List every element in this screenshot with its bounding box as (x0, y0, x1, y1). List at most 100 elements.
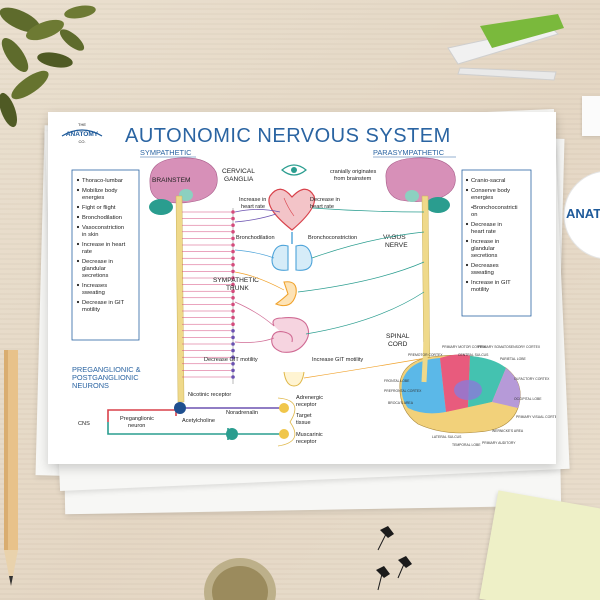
inc-git-label: Increase GIT motility (312, 357, 363, 363)
nicotinic-label: Nicotinic receptor (188, 392, 231, 398)
bronchoconstriction-label: Bronchoconstriction (308, 235, 357, 241)
cord-label: CORD (388, 341, 408, 348)
ganglion-node (231, 342, 235, 346)
brain-area-label: PREMOTOR CORTEX (408, 353, 443, 357)
nerve-path (311, 207, 425, 213)
brain-area-label: OLFACTORY CORTEX (514, 377, 550, 381)
acetylcholine-label: Acetylcholine (182, 418, 215, 424)
pre-post-label-1: PREGANGLIONIC & (72, 365, 141, 374)
nerve-lines (234, 207, 427, 379)
nerve-path (303, 357, 427, 379)
bullet-icon (76, 300, 80, 304)
brain-area-label: PREFRONTAL CORTEX (384, 389, 422, 393)
nerve-path (311, 231, 425, 259)
parasympathetic-list-item: glandular (471, 246, 495, 252)
sympathetic-list-item: secretions (82, 273, 109, 279)
sympathetic-list-item: Decrease in (82, 259, 113, 265)
parasympathetic-list-item: sweating (471, 270, 494, 276)
brain-area-label: PARIETAL LOBE (500, 357, 526, 361)
brain-area-label: CENTRAL SULCUS (458, 353, 489, 357)
neuron-diagram (107, 397, 296, 447)
ganglion-node (231, 296, 235, 300)
poster-title: AUTONOMIC NERVOUS SYSTEM (125, 125, 451, 147)
round-sticker: ANATOMY (563, 171, 600, 259)
sympathetic-list-item: motility (82, 307, 100, 313)
sympathetic-list-item: Fight or flight (82, 205, 116, 211)
dec-git-label: Decrease GIT motility (204, 357, 258, 363)
bullet-icon (465, 178, 469, 182)
poster: THE ANATOMY CO. AUTONOMIC NERVOUS SYSTEM… (48, 112, 556, 464)
pencil (4, 350, 18, 586)
cranially-label: cranially originates (330, 169, 377, 175)
ganglion-node (231, 210, 235, 214)
parasympathetic-list-item: heart rate (471, 229, 496, 235)
ganglion-node (231, 315, 235, 320)
symp-trunk-label-2: TRUNK (226, 285, 249, 292)
lungs-icon (271, 232, 313, 271)
bullet-icon (76, 215, 80, 219)
nerve-path (234, 301, 275, 327)
sticker-text: ANATOMY (566, 206, 600, 221)
ganglion-node (231, 322, 235, 326)
bullet-icon (76, 178, 80, 182)
preganglionic-label-2: neuron (128, 423, 145, 429)
adrenergic-label-2: receptor (296, 402, 317, 408)
ganglion-node (231, 335, 235, 340)
brainstem-label: BRAINSTEM (152, 177, 190, 184)
ganglion-node (231, 230, 235, 234)
ganglion-node (231, 269, 235, 274)
sympathetic-list-item: in skin (82, 232, 98, 238)
sympathetic-chain (182, 208, 235, 384)
brain-area-label: OCCIPITAL LOBE (514, 397, 542, 401)
parasympathetic-header: PARASYMPATHETIC (373, 148, 445, 157)
brand-sub: CO. (78, 139, 85, 144)
ganglion-node (231, 216, 235, 221)
pre-post-label-3: NEURONS (72, 381, 109, 390)
parasympathetic-list-item: secretions (471, 253, 498, 259)
parasympathetic-list-item: Decreases (471, 263, 499, 269)
eye-icon (281, 164, 307, 176)
right-brain-figure (385, 157, 456, 383)
cns-label: CNS (78, 421, 90, 427)
nerve-path (297, 261, 425, 293)
sympathetic-list-item: glandular (82, 266, 106, 272)
sympathetic-list-item: Bronchodilation (82, 215, 122, 221)
ganglion-node (231, 368, 235, 373)
lobe-brain-figure (399, 341, 521, 434)
seed-tray (204, 558, 276, 600)
push-pins (376, 526, 412, 591)
parasympathetic-list-item: Increase in (471, 239, 499, 245)
inc-heart-label-2: heart rate (241, 204, 265, 210)
spinal-label: SPINAL (386, 333, 410, 340)
ganglion-node (231, 223, 235, 227)
brain-area-label: LATERAL SULCUS (432, 435, 462, 439)
brain-area-label: PRIMARY SOMATOSENSORY CORTEX (478, 345, 541, 349)
brain-area-label: PRIMARY AUDITORY (482, 441, 516, 445)
parasympathetic-list-item: Increase in GIT (471, 280, 511, 286)
bullet-icon (76, 188, 80, 192)
nerve-path (234, 249, 275, 259)
pre-post-label-2: POSTGANGLIONIC (72, 373, 139, 382)
sympathetic-list-item: Vasoconstriction (82, 225, 124, 231)
left-brain-figure (149, 157, 218, 403)
bullet-icon (465, 188, 469, 192)
inc-heart-label-1: Increase in (239, 197, 266, 203)
intestines-icon (271, 317, 310, 353)
sympathetic-list-item: Increase in heart (82, 242, 126, 248)
parasympathetic-list-item: Decrease in (471, 222, 502, 228)
brand-name: ANATOMY (66, 131, 99, 138)
muscarinic-label-2: receptor (296, 439, 317, 445)
sympathetic-list-item: Mobilize body (82, 188, 118, 194)
parasympathetic-list-item: energies (471, 195, 493, 201)
symp-trunk-label-1: SYMPATHETIC (213, 277, 259, 284)
brain-area-label: PRIMARY MOTOR CORTEX (442, 345, 487, 349)
ganglion-node (231, 243, 235, 247)
ganglion-node (231, 355, 235, 359)
bullet-icon (76, 259, 80, 263)
sympathetic-list-item: rate (82, 249, 92, 255)
bullet-icon (76, 242, 80, 246)
dec-heart-label-2: heart rate (310, 204, 334, 210)
brain-area-labels: PREMOTOR CORTEX PRIMARY MOTOR CORTEX CENTR… (384, 345, 556, 447)
